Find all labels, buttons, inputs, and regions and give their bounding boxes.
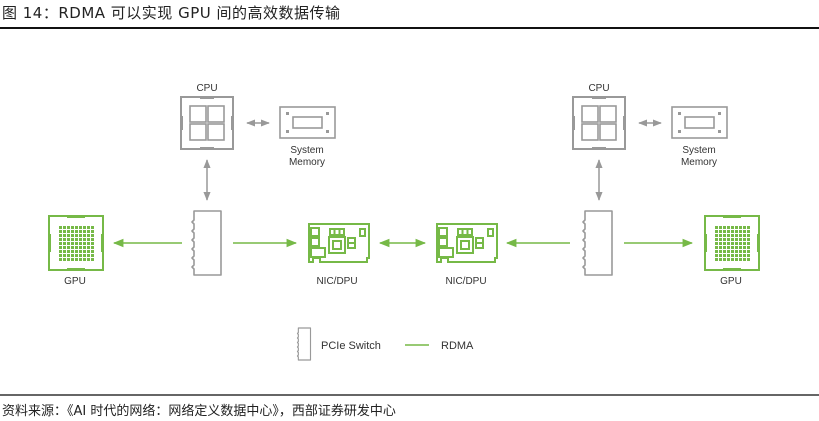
left-cpu-icon — [179, 95, 235, 151]
right-memory-label-line1: System — [682, 145, 715, 156]
left-gpu-icon — [47, 214, 105, 272]
pcie-switch-icon — [296, 327, 312, 361]
legend: PCIe Switch RDMA — [296, 327, 474, 361]
left-cpu-label: CPU — [196, 83, 217, 94]
right-gpu-icon — [703, 214, 761, 272]
right-memory-label-line2: Memory — [681, 157, 717, 168]
figure-title: 图 14：RDMA 可以实现 GPU 间的高效数据传输 — [2, 4, 341, 22]
right-host: NIC/DPU GPU CPU System Memory — [436, 83, 761, 287]
left-host: CPU System Memory GPU NIC/DPU — [47, 83, 370, 287]
right-cpu-label: CPU — [588, 83, 609, 94]
legend-item-rdma: RDMA — [405, 340, 474, 352]
legend-label-pcie-switch: PCIe Switch — [321, 340, 381, 352]
left-nic-icon — [308, 223, 370, 263]
right-memory-icon — [671, 106, 728, 139]
right-nic-icon — [436, 223, 498, 263]
figure-source: 资料来源：《AI 时代的网络：网络定义数据中心》，西部证券研发中心 — [2, 404, 396, 419]
right-gpu-label: GPU — [720, 276, 742, 287]
right-pcie-switch-icon — [582, 210, 613, 276]
bottom-rule — [0, 394, 819, 396]
left-memory-label-line2: Memory — [289, 157, 325, 168]
left-memory-label-line1: System — [290, 145, 323, 156]
right-nic-label: NIC/DPU — [445, 276, 486, 287]
top-rule — [0, 27, 819, 29]
legend-item-pcie-switch: PCIe Switch — [296, 327, 381, 361]
left-nic-label: NIC/DPU — [316, 276, 357, 287]
left-pcie-switch-icon — [191, 210, 222, 276]
left-memory-icon — [279, 106, 336, 139]
left-gpu-label: GPU — [64, 276, 86, 287]
right-cpu-icon — [571, 95, 627, 151]
legend-label-rdma: RDMA — [441, 340, 474, 352]
